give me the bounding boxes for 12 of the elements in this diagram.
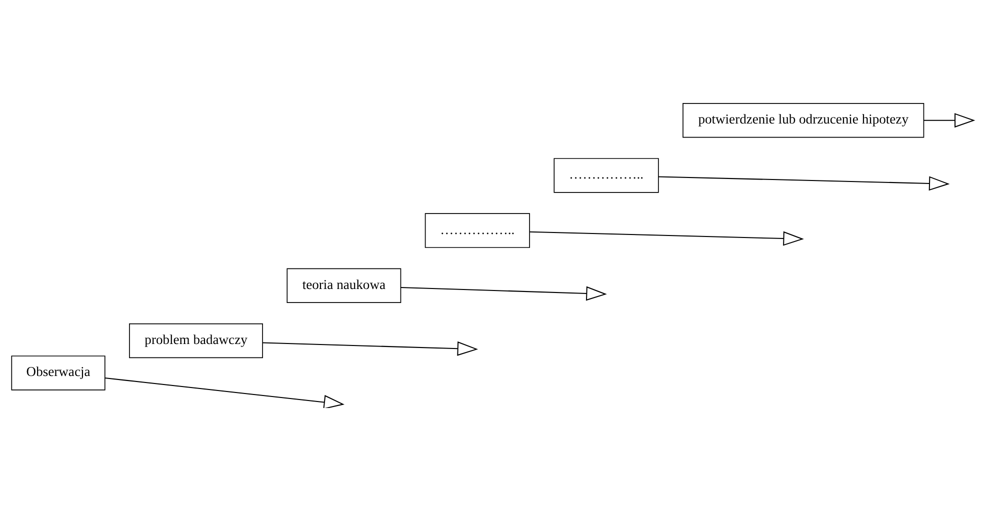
node-box: Obserwacja (11, 355, 106, 390)
node-box: potwierdzenie lub odrzucenie hipotezy (682, 102, 924, 138)
arrow (658, 176, 950, 190)
node-box: teoria naukowa (286, 268, 402, 302)
arrow (924, 112, 976, 128)
arrow (262, 340, 478, 356)
node-box: …………….. (554, 158, 659, 192)
arrow (105, 377, 344, 408)
arrow (530, 230, 804, 246)
arrow (401, 286, 607, 300)
node-box: …………….. (424, 212, 530, 248)
node-box: problem badawczy (129, 322, 263, 358)
